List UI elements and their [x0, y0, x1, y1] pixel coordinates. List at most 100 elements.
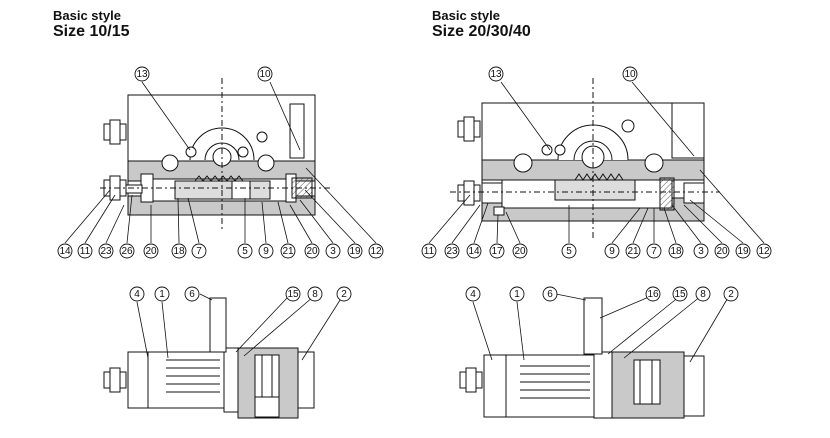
callout-circle	[625, 243, 641, 259]
callout-number: 12	[758, 246, 770, 257]
callout-circle	[325, 243, 341, 259]
callout-circle	[347, 243, 363, 259]
callout-number: 20	[716, 246, 728, 257]
callout-circle	[98, 243, 114, 259]
callout-number: 11	[424, 246, 435, 257]
callout-number: 18	[670, 246, 682, 257]
callout-circle	[77, 243, 93, 259]
callout-circle	[604, 243, 620, 259]
callout-number: 13	[490, 69, 502, 80]
callout-number: 12	[370, 246, 382, 257]
callout-circle	[723, 286, 739, 302]
callout-number: 16	[647, 289, 659, 300]
callout-circle	[129, 286, 145, 302]
callout-number: 15	[287, 289, 299, 300]
callout-circle	[672, 286, 688, 302]
callout-number: 10	[624, 69, 636, 80]
callout-circle	[171, 243, 187, 259]
callout-number: 9	[263, 246, 269, 257]
callout-circle	[143, 243, 159, 259]
callout-number: 13	[136, 69, 148, 80]
callout-circle	[368, 243, 384, 259]
callout-circle	[645, 286, 661, 302]
callout-circle	[444, 243, 460, 259]
callout-number: 21	[627, 246, 639, 257]
callout-circle	[756, 243, 772, 259]
callout-circle	[280, 243, 296, 259]
callout-number: 2	[341, 289, 347, 300]
callout-number: 23	[446, 246, 458, 257]
callout-circle	[695, 286, 711, 302]
right-style-label: Basic style	[432, 8, 500, 23]
callout-circle	[304, 243, 320, 259]
callout-number: 4	[134, 289, 140, 300]
callout-circle	[714, 243, 730, 259]
leader-lines	[64, 81, 765, 363]
callout-circle	[509, 286, 525, 302]
callout-number: 2	[728, 289, 734, 300]
left-style-label: Basic style	[53, 8, 121, 23]
callout-number: 20	[306, 246, 318, 257]
right-upper-section-view	[450, 78, 720, 238]
callout-circle	[285, 286, 301, 302]
callout-circle	[57, 243, 73, 259]
callout-number: 14	[59, 246, 71, 257]
callout-circle	[668, 243, 684, 259]
callout-circle	[561, 243, 577, 259]
callout-number: 21	[282, 246, 294, 257]
callout-circle	[237, 243, 253, 259]
callout-number: 9	[609, 246, 615, 257]
callout-circle	[336, 286, 352, 302]
callout-number: 8	[700, 289, 706, 300]
callout-number: 11	[80, 246, 91, 257]
callout-circle	[154, 286, 170, 302]
callout-circle	[307, 286, 323, 302]
callout-number: 7	[196, 246, 202, 257]
callout-circle	[465, 286, 481, 302]
callout-number: 26	[121, 246, 133, 257]
callout-number: 3	[330, 246, 336, 257]
left-size-label: Size 10/15	[53, 23, 130, 40]
callout-number: 18	[173, 246, 185, 257]
callout-number: 20	[514, 246, 526, 257]
right-size-label: Size 20/30/40	[432, 23, 531, 40]
callout-number: 17	[491, 246, 503, 257]
callout-number: 14	[468, 246, 480, 257]
callout-circle	[735, 243, 751, 259]
right-lower-side-view	[459, 297, 705, 419]
callout-circle	[258, 243, 274, 259]
callout-circle	[489, 243, 505, 259]
callout-circle	[646, 243, 662, 259]
callout-number: 7	[651, 246, 657, 257]
callout-number: 5	[242, 246, 248, 257]
callout-number: 15	[674, 289, 686, 300]
callout-number: 6	[547, 289, 553, 300]
callout-circle	[257, 66, 273, 82]
callout-number: 5	[566, 246, 572, 257]
left-lower-side-view	[103, 297, 315, 419]
callout-number: 10	[259, 69, 271, 80]
callout-number: 6	[189, 289, 195, 300]
callout-circle	[622, 66, 638, 82]
callout-circle	[693, 243, 709, 259]
callout-number: 8	[312, 289, 318, 300]
callout-circle	[512, 243, 528, 259]
callout-number: 19	[349, 246, 361, 257]
callout-number: 23	[100, 246, 112, 257]
callout-circle	[184, 286, 200, 302]
callout-circle	[488, 66, 504, 82]
callout-circle	[191, 243, 207, 259]
callout-circle	[466, 243, 482, 259]
left-upper-section-view	[100, 78, 330, 230]
callout-circle	[119, 243, 135, 259]
callout-number: 4	[470, 289, 476, 300]
callout-circle	[421, 243, 437, 259]
callout-number: 1	[514, 289, 520, 300]
callout-number: 19	[737, 246, 749, 257]
callout-number: 20	[145, 246, 157, 257]
callout-circle	[542, 286, 558, 302]
callout-number: 3	[698, 246, 704, 257]
